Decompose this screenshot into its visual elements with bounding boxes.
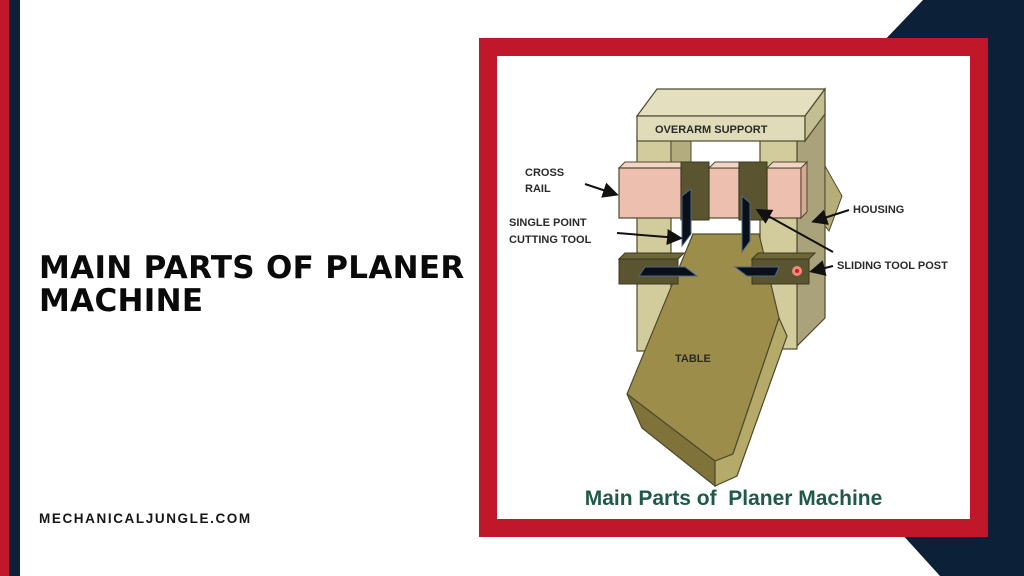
- page-title: MAIN PARTS OF PLANER MACHINE: [39, 250, 465, 319]
- planer-machine-diagram: OVERARM SUPPORT TABLE: [509, 87, 948, 488]
- single-point-cutting-tool-label: SINGLE POINT: [509, 217, 587, 229]
- diagram-frame: OVERARM SUPPORT TABLE: [479, 38, 988, 537]
- diagram-caption: Main Parts of Planer Machine: [584, 487, 883, 510]
- diagram-panel: OVERARM SUPPORT TABLE: [497, 56, 970, 519]
- overarm-support-label: OVERARM SUPPORT: [655, 124, 768, 136]
- sliding-tool-post-label: SLIDING TOOL POST: [837, 260, 948, 272]
- left-accent-stripe-red: [0, 0, 9, 576]
- cross-rail-label: RAIL: [525, 183, 551, 195]
- cross-rail-label: CROSS: [525, 167, 564, 179]
- left-accent-stripe-navy: [9, 0, 20, 576]
- housing-label: HOUSING: [853, 204, 904, 216]
- site-url: MECHANICALJUNGLE.COM: [39, 511, 252, 526]
- single-point-cutting-tool-label: CUTTING TOOL: [509, 234, 592, 246]
- table-label: TABLE: [675, 353, 711, 365]
